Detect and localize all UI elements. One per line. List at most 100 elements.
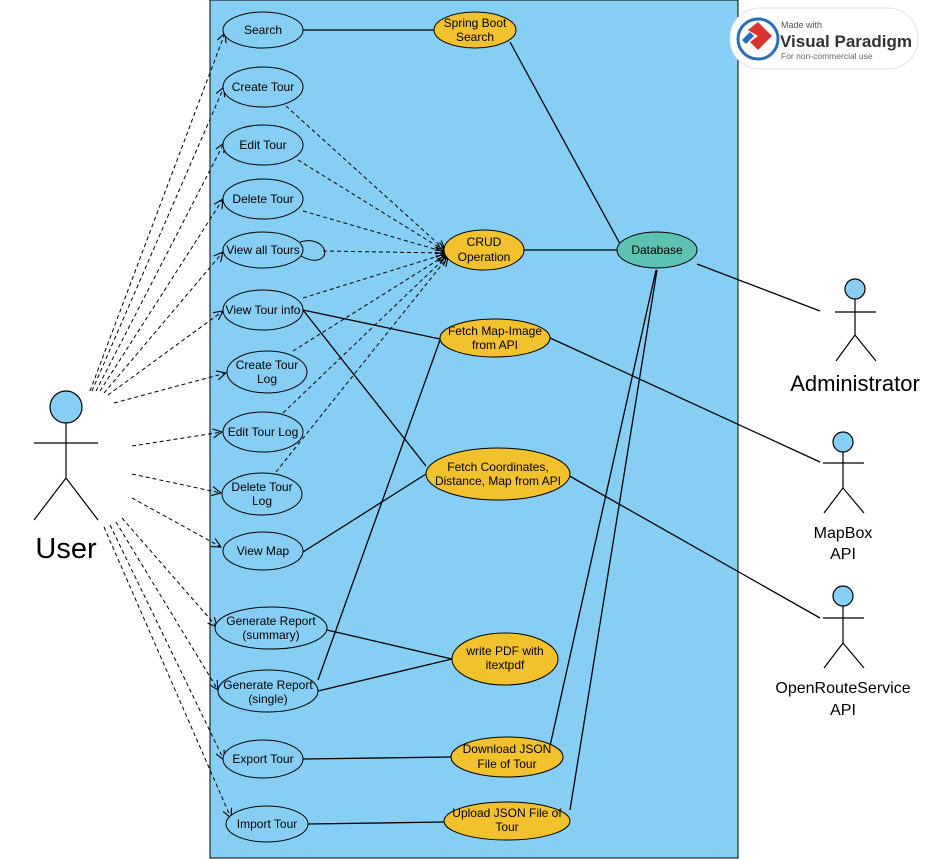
usecase-generate-report-single[interactable] <box>217 669 319 713</box>
label-generate-report-summary-2: (summary) <box>242 628 299 642</box>
dep-edit-tour-log-crud <box>282 256 447 414</box>
watermark-noncommercial: For non-commercial use <box>781 51 873 61</box>
actor-administrator[interactable] <box>835 278 877 362</box>
dep-user-generate-report-summary <box>121 517 217 627</box>
watermark-made-with: Made with <box>781 20 822 30</box>
label-create-tour-log-1: Create Tour <box>236 358 298 372</box>
usecase-view-tour-info[interactable] <box>222 289 304 331</box>
label-delete-tour: Delete Tour <box>232 192 293 206</box>
solid-associations <box>302 29 821 825</box>
dep-user-view-map <box>131 497 221 547</box>
label-crud-operation-2: Operation <box>458 250 511 264</box>
usecase-fetch-coordinates[interactable] <box>425 447 571 501</box>
usecase-delete-tour[interactable] <box>222 178 304 220</box>
usecase-spring-boot-search[interactable] <box>433 11 517 49</box>
usecase-import-tour[interactable] <box>225 805 309 843</box>
dep-user-create-tour <box>91 87 224 392</box>
crud-dependencies <box>275 105 448 473</box>
dep-user-view-tour-info <box>107 311 223 396</box>
usecase-download-json[interactable] <box>450 736 564 778</box>
label-delete-tour-log-1: Delete Tour <box>231 480 292 494</box>
actor-administrator-left-leg <box>835 334 856 362</box>
assoc-export-download <box>302 756 453 760</box>
assoc-genrep-single-fetchmap <box>317 339 441 681</box>
logo-mark-blue <box>742 32 754 44</box>
usecase-generate-report-summary[interactable] <box>214 606 328 650</box>
usecase-create-tour-log[interactable] <box>226 350 308 394</box>
assoc-viewtourinfo-fetchmap <box>302 309 441 340</box>
user-dependencies <box>89 33 231 818</box>
actor-mapbox-left-leg <box>823 487 844 514</box>
usecase-view-all-tours[interactable] <box>222 231 304 269</box>
watermark-brand: Visual Paradigm <box>780 32 912 51</box>
usecase-upload-json[interactable] <box>443 801 571 841</box>
assoc-download-database <box>549 269 657 747</box>
actor-administrator-head <box>844 278 866 300</box>
watermark-background <box>729 7 919 70</box>
label-view-map: View Map <box>237 544 290 558</box>
dep-view-tour-info-crud <box>302 254 445 299</box>
dep-delete-tour-crud <box>302 210 445 252</box>
assoc-database-admin <box>696 263 821 312</box>
actor-mapbox-label-2: API <box>830 546 856 563</box>
usecase-database[interactable] <box>616 231 698 269</box>
label-delete-tour-log-2: Log <box>252 494 272 508</box>
label-crud-operation-1: CRUD <box>467 235 502 249</box>
actor-openrouteservice[interactable] <box>823 585 865 669</box>
actor-mapbox-label-1: MapBox <box>814 525 873 542</box>
usecase-delete-tour-log[interactable] <box>221 472 303 516</box>
usecase-export-tour[interactable] <box>222 739 304 779</box>
dep-user-view-all-tours <box>103 252 223 394</box>
actor-ors-label-2: API <box>830 702 856 719</box>
label-generate-report-single-1: Generate Report <box>223 678 313 692</box>
label-upload-json-1: Upload JSON File of <box>452 806 562 820</box>
dep-user-create-tour-log <box>113 373 226 404</box>
dep-view-all-tours-crud <box>322 251 445 253</box>
actor-user-label: User <box>35 533 97 565</box>
dep-user-import-tour <box>103 526 231 818</box>
actor-administrator-right-leg <box>854 334 877 362</box>
label-export-tour: Export Tour <box>232 752 293 766</box>
label-download-json-2: File of Tour <box>477 757 536 771</box>
usecase-view-map[interactable] <box>222 531 304 571</box>
usecase-create-tour[interactable] <box>222 66 304 108</box>
usecase-search[interactable] <box>222 11 304 49</box>
usecase-fetch-map-image[interactable] <box>439 318 551 358</box>
dep-create-tour-crud <box>285 105 445 250</box>
watermark-badge: Made with Visual Paradigm For non-commer… <box>729 7 919 70</box>
actor-user[interactable] <box>33 390 99 521</box>
internal-use-cases <box>425 11 698 841</box>
label-write-pdf-1: write PDF with <box>465 644 543 658</box>
label-edit-tour: Edit Tour <box>239 138 286 152</box>
usecase-edit-tour[interactable] <box>222 124 304 166</box>
label-view-tour-info: View Tour info <box>226 303 301 317</box>
label-generate-report-summary-1: Generate Report <box>226 614 316 628</box>
usecase-edit-tour-log[interactable] <box>222 411 304 453</box>
label-create-tour-log-2: Log <box>257 372 277 386</box>
label-generate-report-single-2: (single) <box>248 692 287 706</box>
label-view-all-tours: View all Tours <box>226 243 300 257</box>
label-spring-boot-search-2: Search <box>456 30 494 44</box>
assoc-fetchmap-mapbox <box>547 336 821 463</box>
assoc-upload-database <box>569 269 658 811</box>
label-download-json-1: Download JSON <box>463 742 552 756</box>
dep-user-search <box>89 33 225 392</box>
usecase-crud-operation[interactable] <box>443 229 525 271</box>
dep-user-edit-tour-log <box>131 432 222 447</box>
dep-user-edit-tour <box>95 143 224 392</box>
label-create-tour: Create Tour <box>232 80 294 94</box>
actor-mapbox-right-leg <box>842 487 865 514</box>
label-spring-boot-search-1: Spring Boot <box>444 16 507 30</box>
label-fetch-coordinates-2: Distance, Map from API <box>435 474 561 488</box>
assoc-fetchcoords-ors <box>565 473 821 619</box>
actor-ors-label-1: OpenRouteService <box>775 680 910 697</box>
actor-mapbox[interactable] <box>823 431 865 514</box>
dep-user-delete-tour-log <box>131 473 221 493</box>
user-use-cases <box>214 11 328 843</box>
usecase-write-pdf[interactable] <box>451 632 559 686</box>
dep-user-export-tour <box>109 524 224 760</box>
label-import-tour: Import Tour <box>237 817 297 831</box>
actor-user-left-leg <box>33 477 67 521</box>
dep-user-generate-report-single <box>115 521 218 690</box>
